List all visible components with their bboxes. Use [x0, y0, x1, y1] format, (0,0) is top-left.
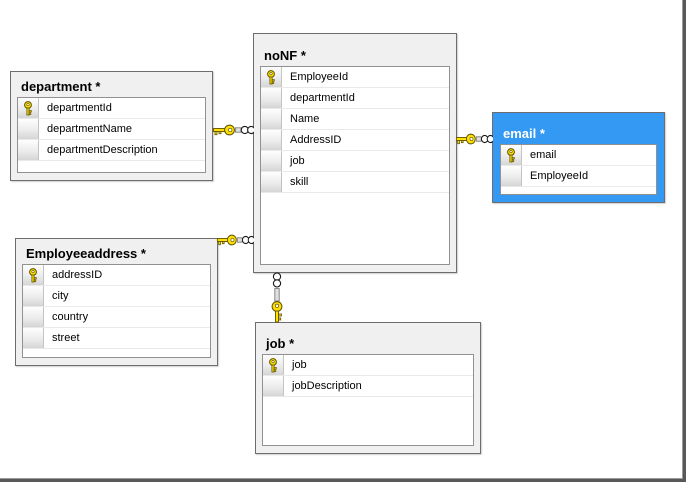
field-row-skill[interactable]: skill [261, 172, 449, 193]
field-name: Name [290, 113, 320, 125]
relationship-department-noNF[interactable] [212, 121, 254, 139]
row-selector[interactable] [263, 355, 284, 375]
field-name: departmentName [47, 123, 132, 135]
relationship-line [475, 136, 482, 142]
field-name: city [52, 290, 69, 302]
field-name: jobDescription [292, 380, 362, 392]
table-title: job * [266, 336, 295, 351]
field-row-job[interactable]: job [261, 151, 449, 172]
table-title: noNF * [264, 48, 306, 63]
key-one-side-icon [213, 124, 235, 136]
field-name: addressID [52, 269, 103, 281]
table-header-email[interactable]: email * [493, 113, 664, 144]
row-selector[interactable] [261, 151, 282, 171]
infinity-many-side-icon [480, 134, 493, 144]
field-name: AddressID [290, 134, 342, 146]
field-name: job [290, 155, 305, 167]
table-Employeeaddress[interactable]: Employeeaddress * addressID city country st… [15, 238, 218, 366]
relationship-line [235, 127, 242, 133]
field-name: skill [290, 176, 309, 188]
row-selector[interactable] [23, 286, 44, 306]
field-name: departmentDescription [47, 144, 158, 156]
row-selector[interactable] [261, 172, 282, 192]
infinity-many-side-icon [240, 125, 254, 135]
primary-key-icon [507, 147, 515, 162]
field-name: country [52, 311, 89, 323]
infinity-many-side-icon [241, 235, 254, 245]
field-row-departmentName[interactable]: departmentName [18, 119, 205, 140]
relationship-noNF-email[interactable] [455, 130, 493, 148]
row-selector[interactable] [501, 145, 522, 165]
row-selector[interactable] [18, 140, 39, 160]
field-name: EmployeeId [290, 71, 349, 83]
row-selector[interactable] [261, 88, 282, 108]
field-row-job[interactable]: job [263, 355, 473, 376]
field-row-email[interactable]: email [501, 145, 656, 166]
field-grid-job: job jobDescription [262, 354, 474, 446]
row-selector[interactable] [23, 265, 44, 285]
infinity-many-side-icon [272, 272, 282, 288]
primary-key-icon [269, 357, 277, 372]
row-selector[interactable] [18, 119, 39, 139]
field-row-departmentId[interactable]: departmentId [261, 88, 449, 109]
field-row-EmployeeId[interactable]: EmployeeId [261, 67, 449, 88]
table-header-Employeeaddress[interactable]: Employeeaddress * [16, 239, 217, 264]
row-selector[interactable] [261, 109, 282, 129]
field-row-jobDescription[interactable]: jobDescription [263, 376, 473, 397]
row-selector[interactable] [261, 130, 282, 150]
key-one-side-icon [216, 234, 237, 246]
relationship-Employeeaddress-noNF[interactable] [216, 231, 254, 249]
primary-key-icon [267, 69, 275, 84]
row-selector[interactable] [23, 328, 44, 348]
table-job[interactable]: job * job jobDescription [255, 322, 481, 454]
row-selector[interactable] [263, 376, 284, 396]
relationship-job-noNF[interactable] [268, 272, 286, 323]
field-row-departmentDescription[interactable]: departmentDescription [18, 140, 205, 161]
field-grid-department: departmentId departmentName departmentDesc… [17, 97, 206, 173]
row-selector[interactable] [261, 67, 282, 87]
field-row-city[interactable]: city [23, 286, 210, 307]
key-one-side-icon [455, 133, 476, 145]
table-header-department[interactable]: department * [11, 72, 212, 97]
field-row-AddressID[interactable]: AddressID [261, 130, 449, 151]
primary-key-icon [29, 267, 37, 282]
table-header-job[interactable]: job * [256, 323, 480, 354]
row-selector[interactable] [18, 98, 39, 118]
table-title: department * [21, 79, 101, 94]
field-row-addressID[interactable]: addressID [23, 265, 210, 286]
relationship-line [236, 237, 243, 243]
field-grid-Employeeaddress: addressID city country street [22, 264, 211, 358]
primary-key-icon [24, 100, 32, 115]
field-row-country[interactable]: country [23, 307, 210, 328]
field-name: EmployeeId [530, 170, 589, 182]
field-row-street[interactable]: street [23, 328, 210, 349]
field-name: email [530, 149, 557, 161]
table-title: email * [503, 126, 545, 141]
field-row-departmentId[interactable]: departmentId [18, 98, 205, 119]
field-name: departmentId [47, 102, 112, 114]
row-selector[interactable] [23, 307, 44, 327]
field-name: departmentId [290, 92, 355, 104]
field-row-Name[interactable]: Name [261, 109, 449, 130]
relationship-line [274, 288, 280, 302]
field-name: job [292, 359, 307, 371]
row-selector[interactable] [501, 166, 522, 186]
field-row-EmployeeId[interactable]: EmployeeId [501, 166, 656, 187]
table-header-noNF[interactable]: noNF * [254, 34, 456, 66]
field-name: street [52, 332, 80, 344]
table-title: Employeeaddress * [26, 246, 146, 261]
key-one-side-icon [271, 301, 283, 323]
